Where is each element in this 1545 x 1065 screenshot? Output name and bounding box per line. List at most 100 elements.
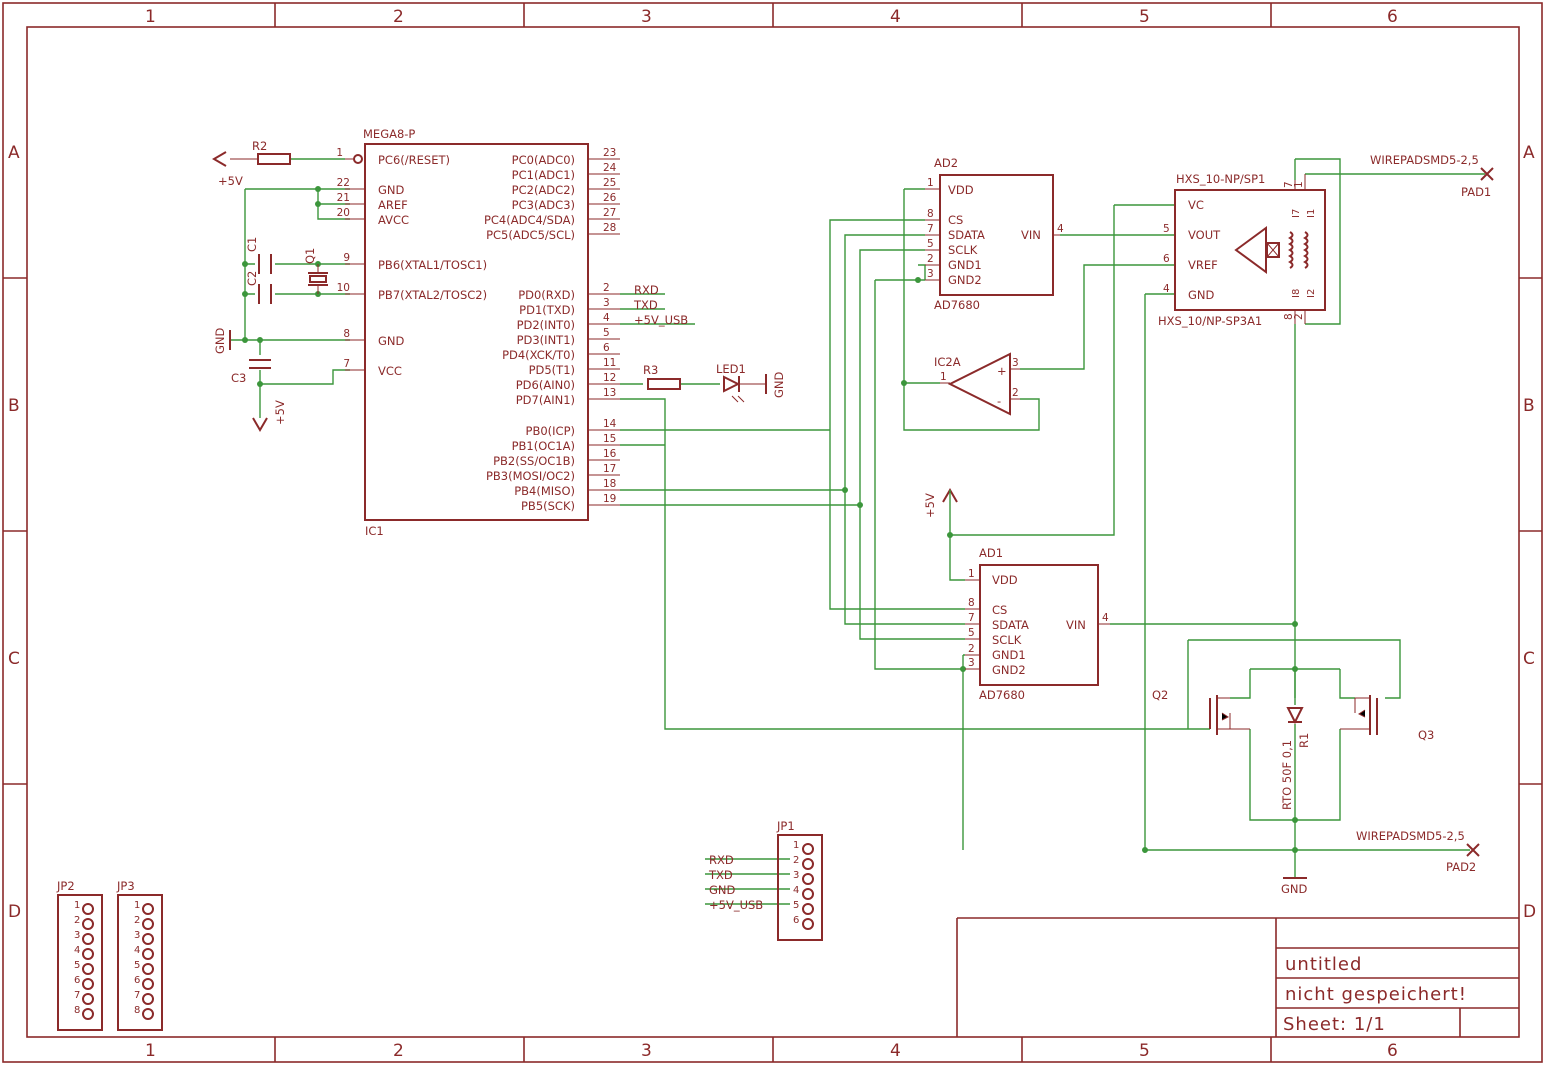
header-jp2[interactable]: JP2 1 2 3 4 5 6 7 8: [56, 879, 103, 1031]
pad1-ref: PAD1: [1461, 185, 1491, 199]
pad2[interactable]: WIREPADSMD5-2,5 PAD2: [1356, 829, 1480, 874]
pin-name: VOUT: [1188, 228, 1221, 242]
pin-number: 2: [793, 855, 799, 866]
supply-gnd-led: GND: [765, 371, 786, 398]
led-led1[interactable]: LED1: [716, 362, 766, 403]
pin-number: 4: [1102, 612, 1109, 624]
q2-label: Q2: [1152, 688, 1168, 702]
pin-name: GND2: [992, 663, 1026, 677]
pin-number: 1: [1293, 181, 1305, 188]
header-jp3[interactable]: JP3 1 2 3 4 5 6 7 8: [116, 879, 163, 1031]
pin-number: 17: [603, 463, 616, 475]
pin-number: 6: [1163, 253, 1170, 265]
pin-number: 3: [927, 268, 934, 280]
capacitor-c3[interactable]: C3: [231, 359, 271, 385]
supply-label: GND: [772, 371, 786, 398]
r3-label: R3: [643, 363, 658, 377]
pin-number: 4: [1163, 283, 1170, 295]
pin-number: 1: [336, 147, 343, 159]
pin-number: 11: [603, 357, 616, 369]
mosfet-q2[interactable]: Q2: [1152, 688, 1250, 735]
frame-col-2-top: 2: [393, 7, 404, 27]
pin-number: 1: [940, 371, 947, 383]
supply-label: GND: [213, 327, 227, 354]
ad2-ref: AD7680: [934, 298, 980, 312]
pad2-ref: PAD2: [1446, 860, 1476, 874]
pin-number: 3: [603, 297, 610, 309]
resistor-r3[interactable]: R3: [643, 363, 681, 390]
capacitor-c1[interactable]: C1: [245, 237, 272, 274]
resistor-r1[interactable]: R1 RTO 50F 0,1: [1280, 707, 1311, 810]
pin-name: VDD: [948, 183, 974, 197]
adc-ad1[interactable]: AD1 AD7680 1 VDD 8 CS 7 SDATA 5 SCLK 2 G…: [965, 546, 1110, 702]
ad1-ref: AD7680: [979, 688, 1025, 702]
mosfet-q3[interactable]: Q3: [1340, 695, 1434, 742]
supply-label: +5V: [218, 174, 243, 188]
title-text: untitled: [1285, 954, 1362, 975]
net-label-rxd: RXD: [634, 283, 659, 297]
frame-row-d-left: D: [8, 902, 21, 922]
pin-name: PB3(MOSI/OC2): [486, 469, 575, 483]
pin-number: 8: [968, 597, 975, 609]
header-jp1[interactable]: JP1 1 2 3 4 5 6 RXD TXD GND +5V_USB: [708, 819, 823, 941]
q3-label: Q3: [1418, 728, 1434, 742]
pin-name: VDD: [992, 573, 1018, 587]
frame-row-c-left: C: [8, 649, 20, 669]
pin-name: AVCC: [378, 213, 409, 227]
pin-name: PD0(RXD): [518, 288, 575, 302]
pin-number: 9: [343, 252, 350, 264]
pin-number: 4: [1057, 223, 1064, 235]
r1-label: R1: [1297, 733, 1311, 748]
pin-number: 8: [343, 328, 350, 340]
frame-col-1-bottom: 1: [145, 1041, 156, 1061]
pin-name: CS: [992, 603, 1007, 617]
frame-col-3-top: 3: [641, 7, 652, 27]
pin-name: SDATA: [948, 228, 985, 242]
supply-gnd-left: GND: [213, 327, 231, 354]
pin-number: 8: [1283, 313, 1295, 320]
pin-name: GND1: [992, 648, 1026, 662]
pin-number: 3: [134, 930, 140, 941]
adc-ad2[interactable]: AD2 AD7680 1 VDD 8 CS 7 SDATA 5 SCLK 2 G…: [925, 156, 1064, 312]
current-sensor-hxs[interactable]: HXS_10-NP/SP1 HXS_10/NP-SP3A1 VC VOUT 5 …: [1158, 172, 1326, 328]
pin-number: 1: [74, 900, 80, 911]
resistor-r2[interactable]: R2: [230, 139, 291, 165]
frame-col-5-bottom: 5: [1139, 1041, 1150, 1061]
pin-number: 7: [74, 990, 80, 1001]
opamp-minus: -: [997, 394, 1001, 408]
crystal-q1[interactable]: Q1: [303, 248, 328, 294]
frame-col-6-top: 6: [1387, 7, 1398, 27]
pin-number: 2: [968, 643, 975, 655]
pin-name: GND: [1188, 288, 1215, 302]
capacitor-c2[interactable]: C2: [245, 271, 272, 304]
pin-number: 5: [74, 960, 80, 971]
pin-number: 1: [793, 840, 799, 851]
pin-number: 6: [793, 915, 799, 926]
ic2a-label: IC2A: [934, 355, 961, 369]
jp1-net-label: GND: [709, 883, 736, 897]
pin-number: 3: [968, 657, 975, 669]
pin-name: VC: [1188, 198, 1204, 212]
pin-name: PB4(MISO): [514, 484, 575, 498]
pin-number: 14: [603, 418, 617, 430]
pin-name: AREF: [378, 198, 408, 212]
supply-label: +5V: [923, 493, 937, 518]
opamp-ic2a[interactable]: IC2A 1 3 2 + -: [934, 352, 1020, 416]
pin-number: 28: [603, 222, 616, 234]
pin-number: 8: [74, 1005, 80, 1016]
pin-number: 7: [1283, 181, 1295, 188]
pad1[interactable]: WIREPADSMD5-2,5 PAD1: [1370, 153, 1494, 199]
pin-name: SCLK: [948, 243, 978, 257]
pin-name: GND: [378, 334, 405, 348]
pin-name: PD6(AIN0): [516, 378, 575, 392]
pin-number: 4: [603, 312, 610, 324]
hxs-ref: HXS_10/NP-SP3A1: [1158, 314, 1262, 328]
pin-name: PC3(ADC3): [512, 198, 575, 212]
ic1-mega8[interactable]: MEGA8-P IC1 1 PC6(/RESET) 22 GND 21 AREF…: [336, 127, 688, 538]
pin-name: VREF: [1188, 258, 1218, 272]
ic1-left-pins: 1 PC6(/RESET) 22 GND 21 AREF 20 AVCC 9 P…: [336, 147, 487, 378]
pin-name: PD2(INT0): [517, 318, 575, 332]
pin-name: PC0(ADC0): [512, 153, 575, 167]
supply-label: GND: [1281, 882, 1308, 896]
